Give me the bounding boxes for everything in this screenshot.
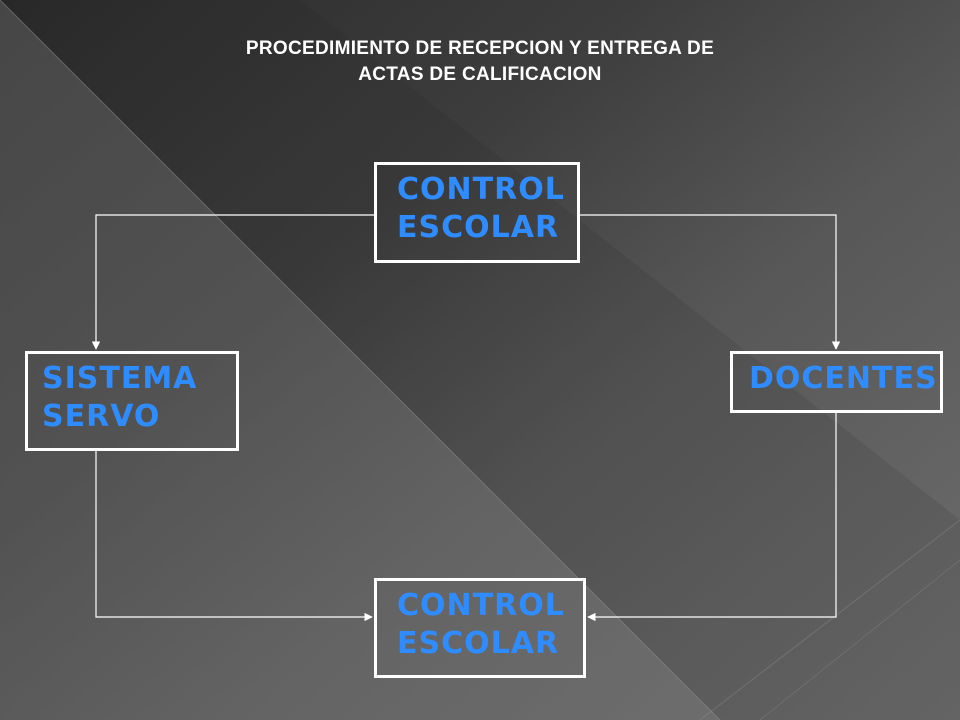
node-sistema-servo: SISTEMA SERVO bbox=[25, 351, 239, 451]
node-docentes: DOCENTES bbox=[730, 351, 943, 413]
node-left-line-1: SISTEMA bbox=[42, 361, 198, 396]
node-top-line-1: CONTROL bbox=[397, 172, 565, 207]
node-left-line-2: SERVO bbox=[42, 399, 161, 434]
title-line-1: PROCEDIMIENTO DE RECEPCION Y ENTREGA DE bbox=[245, 38, 715, 59]
connector-top-to-left bbox=[91, 214, 374, 350]
node-control-escolar-top: CONTROL ESCOLAR bbox=[374, 162, 580, 263]
node-bottom-line-2: ESCOLAR bbox=[397, 626, 560, 661]
node-control-escolar-bottom: CONTROL ESCOLAR bbox=[374, 578, 586, 678]
connector-top-to-right bbox=[580, 214, 841, 350]
node-top-line-2: ESCOLAR bbox=[397, 210, 560, 245]
node-bottom-line-1: CONTROL bbox=[397, 588, 565, 623]
page-title: PROCEDIMIENTO DE RECEPCION Y ENTREGA DE … bbox=[130, 36, 830, 88]
connector-right-to-bottom bbox=[587, 413, 837, 622]
title-line-2: ACTAS DE CALIFICACION bbox=[358, 64, 602, 85]
node-right-line-1: DOCENTES bbox=[749, 361, 938, 396]
connector-left-to-bottom bbox=[95, 451, 373, 622]
